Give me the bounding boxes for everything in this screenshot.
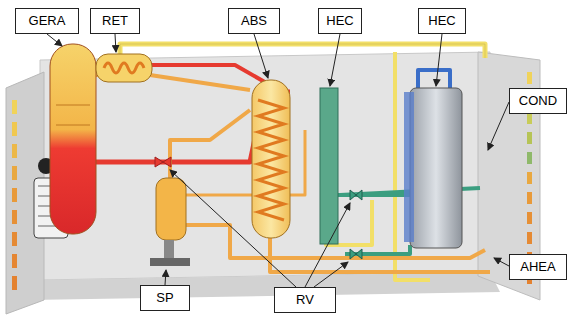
callout-box: GERA (15, 8, 79, 34)
pump-base (150, 258, 190, 266)
pipes (72, 44, 490, 280)
rectifier-vessel (96, 54, 152, 82)
generator-vessel (50, 44, 96, 234)
callout-label: ABS (241, 14, 267, 28)
callout-label: HEC (428, 14, 455, 28)
callout-box: AHEA (509, 254, 567, 280)
heat-exchanger-tube (320, 88, 338, 244)
callout-label: RV (296, 293, 314, 307)
callout-box: HEC (318, 8, 362, 34)
callout-label: HEC (326, 14, 353, 28)
callout-label: AHEA (520, 260, 555, 274)
heat-exchanger-coil (404, 92, 414, 242)
callout-label: GERA (29, 14, 66, 28)
absorber-coil (258, 100, 284, 220)
generator-tray (56, 105, 90, 106)
absorber-vessel (252, 80, 290, 238)
callout-box: SP (140, 285, 190, 311)
callout-label: RET (102, 14, 128, 28)
callout-box: RET (90, 8, 140, 34)
callout-box: COND (509, 88, 567, 114)
callout-box: HEC (418, 8, 466, 34)
callout-label: SP (156, 291, 173, 305)
leader-line (47, 34, 509, 287)
callout-box: ABS (228, 8, 280, 34)
rectifier-coil (104, 63, 144, 73)
solution-tank (156, 178, 186, 240)
callout-box: RV (274, 287, 336, 313)
pump-shaft (164, 240, 174, 258)
callout-label: COND (519, 94, 557, 108)
floor (30, 272, 500, 300)
heat-exchanger-shell (410, 88, 462, 248)
back-panel (40, 52, 490, 280)
generator-tray (56, 125, 90, 126)
